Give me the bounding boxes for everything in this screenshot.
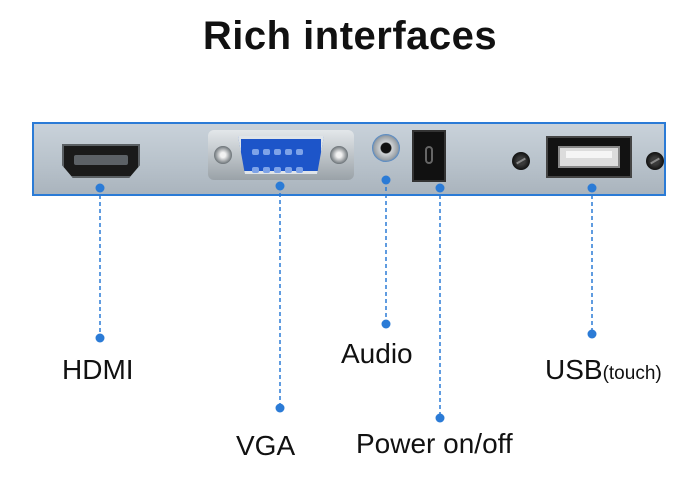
interface-panel (32, 122, 666, 196)
usb-dot-top (587, 183, 597, 193)
screw-icon (330, 146, 348, 164)
screw-icon (646, 152, 664, 170)
hdmi-port (62, 144, 140, 178)
vga-dot-bottom (275, 403, 285, 413)
usb-label-note: (touch) (602, 363, 662, 384)
hdmi-dot-top (95, 183, 105, 193)
screw-icon (512, 152, 530, 170)
power-dot-bottom (435, 413, 445, 423)
audio-dot-top (381, 175, 391, 185)
power-dot-top (435, 183, 445, 193)
usb-dot-bottom (587, 329, 597, 339)
vga-dot-top (275, 181, 285, 191)
usb-label-text: USB (545, 354, 603, 385)
vga-label: VGA (236, 430, 296, 461)
audio-label: Audio (341, 338, 413, 369)
screw-icon (214, 146, 232, 164)
power-jack (412, 130, 446, 182)
hdmi-dot-bottom (95, 333, 105, 343)
power-label: Power on/off (356, 428, 513, 459)
audio-jack (372, 134, 400, 162)
hdmi-label: HDMI (62, 354, 134, 385)
usb-port (546, 136, 632, 178)
page-title: Rich interfaces (202, 14, 498, 58)
usb-label: USB(touch) (545, 354, 662, 386)
audio-dot-bottom (381, 319, 391, 329)
vga-port (208, 130, 354, 180)
